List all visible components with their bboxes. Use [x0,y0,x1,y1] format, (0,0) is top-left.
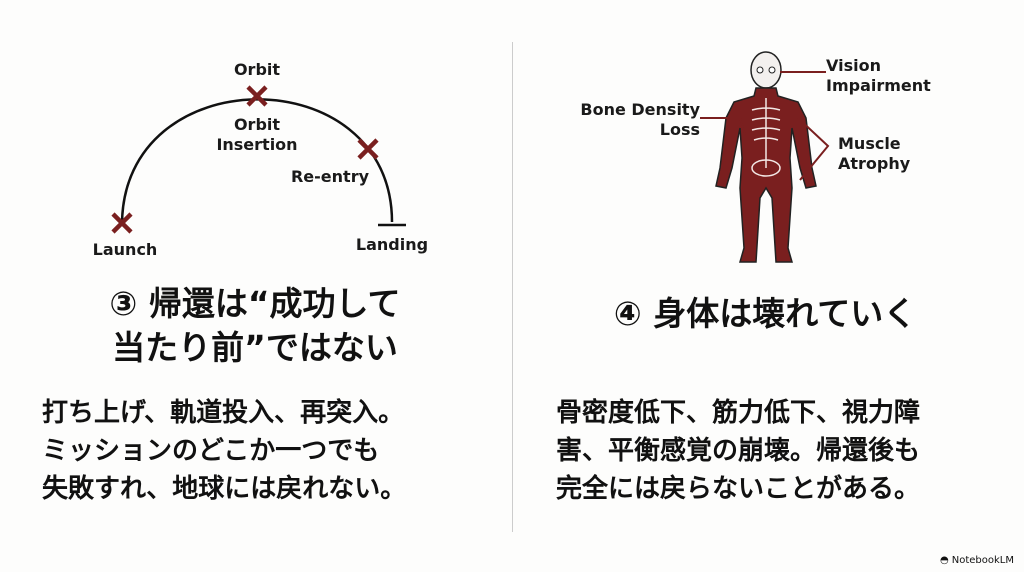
label-orbit-insertion: Orbit Insertion [216,115,298,154]
body-line: 害、平衡感覚の崩壊。帰還後も [556,436,921,466]
label-muscle-atrophy: Muscle Atrophy [838,134,911,173]
body-line: ミッションのどこか一つでも [42,436,380,466]
x-reentry [357,138,379,160]
label-vision-impairment: Vision Impairment [826,56,931,95]
divider [512,42,513,532]
title-line: 当たり前”ではない [112,328,398,367]
x-orbit [246,85,268,107]
mission-arc-diagram [111,85,406,234]
brand-name: NotebookLM [951,555,1014,566]
label-launch: Launch [92,240,158,259]
body-line: 骨密度低下、筋力低下、視力障 [556,398,921,428]
right-title: ④ 身体は壊れていく [613,294,917,333]
left-title: ③ 帰還は“成功して 当たり前”ではない [20,282,490,370]
right-body: 骨密度低下、筋力低下、視力障 害、平衡感覚の崩壊。帰還後も 完全には戻らないこと… [556,394,920,508]
notebooklm-watermark: ◓ NotebookLM [940,555,1014,566]
callout-lines [700,71,830,181]
body-line: 失敗すれ、地球には戻れない。 [42,474,407,504]
trajectory-arc [120,98,394,226]
title-line: ③ 帰還は“成功して [109,284,401,323]
label-orbit: Orbit [233,60,281,79]
body-line: 完全には戻らないことがある。 [556,474,921,504]
label-landing: Landing [355,235,429,254]
notebooklm-logo-icon: ◓ [940,555,949,566]
failure-x-markers [111,85,379,234]
body-line: 打ち上げ、軌道投入、再突入。 [42,398,405,428]
x-launch [111,212,133,234]
human-body-icon [715,51,817,263]
label-reentry: Re-entry [290,167,370,186]
left-body: 打ち上げ、軌道投入、再突入。 ミッションのどこか一つでも 失敗すれ、地球には戻れ… [42,394,406,508]
label-bone-density-loss: Bone Density Loss [580,100,700,139]
